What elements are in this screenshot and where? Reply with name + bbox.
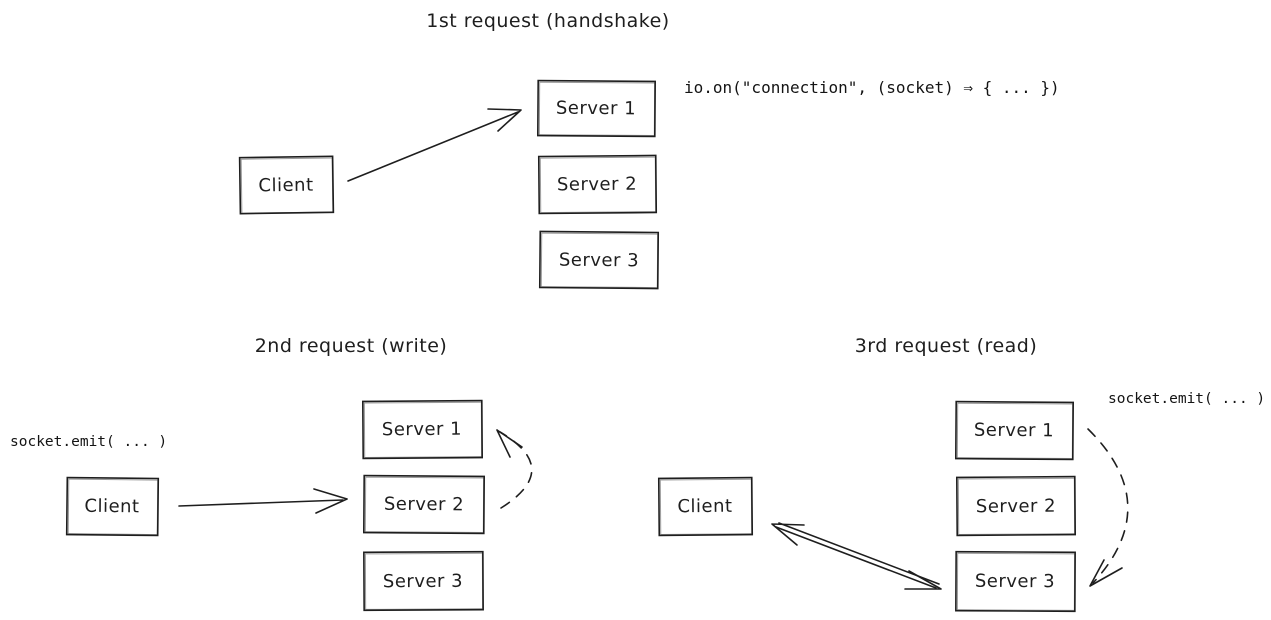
server-3-label: Server 3	[975, 571, 1055, 592]
handshake-arrow	[347, 108, 522, 182]
server-3-node: Server 3	[955, 550, 1076, 613]
server-2-box	[362, 474, 485, 535]
server-1-box-sketch-echo	[363, 401, 483, 459]
server-2-box-sketch-echo	[539, 156, 657, 214]
server1-to-server3-dashed-arrowhead	[1089, 559, 1123, 587]
server-3-node: Server 3	[363, 550, 484, 612]
server-2-box	[537, 154, 658, 215]
section-1-code-snippet: io.on("connection", (socket) ⇒ { ... })	[684, 78, 1060, 97]
client-label: Client	[258, 175, 313, 197]
section-2-code-snippet: socket.emit( ... )	[10, 434, 167, 450]
read-response-arrowhead-client	[771, 523, 805, 546]
client-box-sketch-echo	[240, 157, 334, 214]
server-1-node: Server 1	[362, 399, 484, 460]
client-box-sketch-echo	[67, 478, 159, 536]
server1-to-server3-dashed-arc	[1087, 428, 1129, 584]
server-3-node: Server 3	[538, 230, 660, 290]
client-label: Client	[677, 496, 732, 517]
section-3-code-snippet: socket.emit( ... )	[1108, 391, 1265, 407]
server-2-label: Server 2	[557, 174, 637, 196]
server-2-label: Server 2	[976, 496, 1056, 518]
client-node: Client	[657, 476, 754, 537]
client-box	[238, 155, 335, 215]
section-3rd-request: 3rd request (read) socket.emit( ... ) Cl…	[657, 335, 1265, 613]
server-2-box	[955, 475, 1077, 537]
server-2-node: Server 2	[362, 474, 485, 535]
server-1-label: Server 1	[556, 98, 636, 120]
server-2-label: Server 2	[384, 494, 464, 516]
client-box	[657, 476, 754, 537]
client-node: Client	[238, 155, 335, 215]
section-2-title: 2nd request (write)	[255, 335, 448, 357]
client-box	[65, 476, 160, 537]
server-1-box-sketch-echo	[956, 402, 1074, 460]
server-3-box	[955, 550, 1076, 613]
server-1-box	[362, 399, 484, 460]
client-label: Client	[84, 496, 139, 518]
section-2nd-request: 2nd request (write) socket.emit( ... ) C…	[10, 335, 533, 612]
read-response-arrowhead-server	[904, 570, 942, 590]
server-3-label: Server 3	[559, 250, 639, 272]
client-node: Client	[65, 476, 160, 537]
server-1-label: Server 1	[974, 420, 1054, 442]
server-2-box-sketch-echo	[364, 476, 485, 534]
section-1st-request: 1st request (handshake) io.on("connectio…	[238, 10, 1060, 290]
server-3-label: Server 3	[383, 571, 463, 592]
write-request-arrow	[178, 488, 348, 514]
server-3-box-sketch-echo	[540, 232, 659, 289]
server-3-box-sketch-echo	[956, 552, 1076, 611]
server-1-node: Server 1	[537, 79, 656, 138]
server-1-box	[537, 79, 656, 138]
server-3-box	[538, 230, 660, 290]
server2-to-server1-dashed-arrowhead	[496, 429, 523, 458]
server-3-box-sketch-echo	[364, 552, 484, 610]
client-box-sketch-echo	[659, 478, 753, 535]
section-1-title: 1st request (handshake)	[426, 10, 669, 32]
server-2-node: Server 2	[537, 154, 658, 215]
section-3-title: 3rd request (read)	[855, 335, 1038, 357]
server-1-label: Server 1	[382, 419, 462, 441]
server-2-node: Server 2	[955, 475, 1077, 537]
server-1-box	[954, 400, 1074, 461]
server-1-box-sketch-echo	[538, 81, 656, 137]
server-3-box	[363, 550, 484, 612]
server-2-box-sketch-echo	[957, 477, 1076, 536]
server-1-node: Server 1	[954, 400, 1074, 461]
read-response-arrow	[775, 522, 940, 589]
